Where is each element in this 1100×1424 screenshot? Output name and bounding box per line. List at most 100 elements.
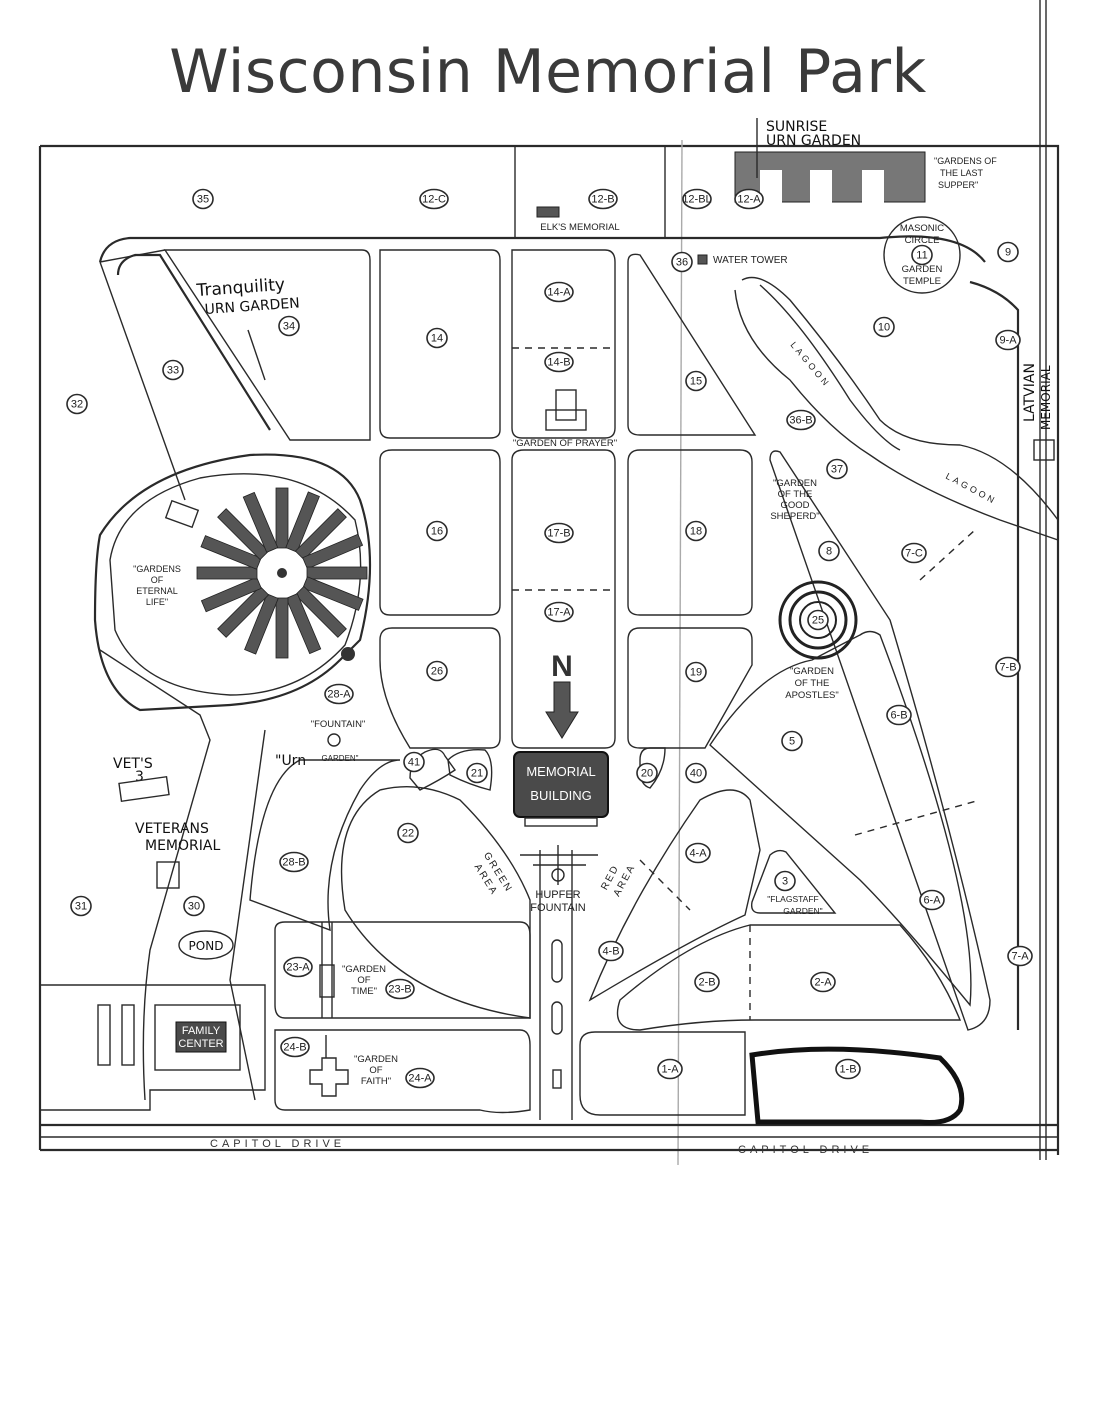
veterans-handwritten-1: VETERANS bbox=[135, 821, 209, 837]
sunrise-handwritten-2: URN GARDEN bbox=[766, 133, 861, 149]
plot-label-p40: 40 bbox=[690, 768, 702, 780]
memorial-building-label-1: MEMORIAL bbox=[526, 764, 595, 779]
last-supper-label-1: "GARDENS OF bbox=[934, 156, 997, 166]
garden-of-apostles: "GARDEN OF THE APOSTLES" bbox=[778, 580, 858, 701]
plot-label-p41: 41 bbox=[408, 757, 420, 769]
plot-label-p2a: 2-A bbox=[814, 977, 832, 989]
plot-marker-p8: 8 bbox=[818, 540, 840, 562]
eternal-label-4: LIFE" bbox=[146, 597, 168, 607]
plot-marker-p10: 10 bbox=[873, 316, 895, 338]
time-label-1: "GARDEN bbox=[342, 964, 386, 975]
plot-marker-p11: 11 bbox=[911, 244, 933, 266]
internal-roads bbox=[93, 235, 1059, 1120]
masonic-circle: MASONIC CIRCLE GARDEN TEMPLE bbox=[883, 216, 961, 294]
plot-marker-p12c: 12-C bbox=[419, 188, 449, 210]
plot-marker-p30: 30 bbox=[183, 895, 205, 917]
good-shepherd-label-3: GOOD bbox=[780, 500, 809, 511]
family-center-label-1: FAMILY bbox=[182, 1025, 221, 1037]
plot-marker-p4b: 4-B bbox=[598, 940, 624, 962]
plot-marker-p28a: 28-A bbox=[324, 683, 354, 705]
masonic-label-2: CIRCLE bbox=[905, 235, 940, 246]
plot-label-p31: 31 bbox=[75, 901, 87, 913]
plot-marker-p33: 33 bbox=[162, 359, 184, 381]
plot-label-p8: 8 bbox=[826, 546, 832, 558]
plot-label-p2b: 2-B bbox=[698, 977, 715, 989]
plot-label-p9a: 9-A bbox=[999, 335, 1017, 347]
plot-label-p17a: 17-A bbox=[547, 607, 571, 619]
time-label-3: TIME" bbox=[351, 986, 377, 997]
plot-label-p36b: 36-B bbox=[789, 415, 812, 427]
faith-label-2: OF bbox=[369, 1065, 382, 1076]
water-tower-marker bbox=[697, 254, 708, 265]
plot-marker-p34: 34 bbox=[278, 315, 300, 337]
plot-marker-p19: 19 bbox=[685, 661, 707, 683]
faith-label-1: "GARDEN bbox=[354, 1054, 398, 1065]
plot-marker-p3: 3 bbox=[774, 870, 796, 892]
family-center-label-2: CENTER bbox=[178, 1038, 223, 1050]
plot-marker-p17a: 17-A bbox=[544, 601, 574, 623]
garden-of-faith: "GARDEN OF FAITH" bbox=[309, 1035, 398, 1097]
plot-marker-p7c: 7-C bbox=[901, 542, 927, 564]
memorial-building-label-2: BUILDING bbox=[530, 788, 591, 803]
good-shepherd-label-4: SHEPERD" bbox=[770, 511, 819, 522]
plot-marker-p1a: 1-A bbox=[657, 1058, 683, 1080]
lagoon-label-north: LAGOON bbox=[788, 340, 832, 390]
plot-marker-p16: 16 bbox=[426, 520, 448, 542]
last-supper-garden: "GARDENS OF THE LAST SUPPER" bbox=[734, 151, 997, 210]
plot-marker-p32: 32 bbox=[66, 393, 88, 415]
handwritten-annotations: SUNRISE URN GARDEN Tranquility URN GARDE… bbox=[113, 118, 1055, 960]
plot-label-p11: 11 bbox=[916, 250, 927, 262]
plot-label-p24b: 24-B bbox=[283, 1042, 306, 1054]
plot-label-p14: 14 bbox=[431, 333, 443, 345]
plot-marker-p25: 25 bbox=[807, 609, 829, 631]
plot-label-p3: 3 bbox=[782, 876, 788, 888]
elks-memorial-label: ELK'S MEMORIAL bbox=[540, 222, 619, 233]
plot-marker-p5: 5 bbox=[781, 730, 803, 752]
eternal-label-3: ETERNAL bbox=[136, 586, 178, 596]
plot-label-p1a: 1-A bbox=[661, 1064, 679, 1076]
fountain-label: "FOUNTAIN" bbox=[311, 719, 366, 730]
plot-label-p7c: 7-C bbox=[905, 548, 923, 560]
plot-label-p22: 22 bbox=[402, 828, 414, 840]
plot-label-p28b: 28-B bbox=[282, 857, 305, 869]
hupfer-label-2: FOUNTAIN bbox=[530, 902, 585, 914]
plot-label-p4a: 4-A bbox=[689, 848, 707, 860]
plot-marker-p41: 41 bbox=[403, 751, 425, 773]
park-boundary bbox=[38, 0, 1060, 1166]
plot-marker-p35: 35 bbox=[192, 188, 214, 210]
plot-label-p20: 20 bbox=[641, 768, 653, 780]
sunrise-handwritten-1: SUNRISE bbox=[766, 119, 827, 135]
plot-marker-p15: 15 bbox=[685, 370, 707, 392]
masonic-label-3: GARDEN bbox=[902, 264, 943, 275]
latvian-handwritten-1: LATVIAN bbox=[1022, 363, 1038, 422]
plot-marker-p40: 40 bbox=[685, 762, 707, 784]
plot-marker-p36: 36 bbox=[671, 251, 693, 273]
plot-marker-p7b: 7-B bbox=[995, 656, 1021, 678]
plot-label-p30: 30 bbox=[188, 901, 200, 913]
apostles-label-2: OF THE bbox=[795, 678, 830, 689]
plot-marker-p18: 18 bbox=[685, 520, 707, 542]
masonic-label-4: TEMPLE bbox=[903, 276, 941, 287]
plot-label-p12b: 12-B bbox=[591, 194, 614, 206]
plot-label-p10: 10 bbox=[878, 322, 890, 334]
plot-marker-p23b: 23-B bbox=[385, 978, 415, 1000]
plot-marker-p14a: 14-A bbox=[544, 281, 574, 303]
pond-handwritten: POND bbox=[189, 939, 224, 953]
plot-marker-p31: 31 bbox=[70, 895, 92, 917]
eternal-label-2: OF bbox=[151, 575, 164, 585]
last-supper-label-3: SUPPER" bbox=[938, 180, 978, 190]
plot-label-p15: 15 bbox=[690, 376, 702, 388]
fountain-garden-label: GARDEN" bbox=[321, 754, 358, 763]
plot-label-p4b: 4-B bbox=[602, 946, 619, 958]
plot-marker-p26: 26 bbox=[426, 660, 448, 682]
plot-marker-p6a: 6-A bbox=[919, 889, 945, 911]
plot-marker-p2a: 2-A bbox=[810, 971, 836, 993]
plot-marker-p12b: 12-B bbox=[588, 188, 618, 210]
plot-label-p26: 26 bbox=[431, 666, 443, 678]
plot-marker-p28b: 28-B bbox=[279, 851, 309, 873]
good-shepherd-label-2: OF THE bbox=[778, 489, 813, 500]
tranquility-handwritten-2: URN GARDEN bbox=[204, 295, 300, 318]
water-tower-label: WATER TOWER bbox=[713, 255, 788, 266]
